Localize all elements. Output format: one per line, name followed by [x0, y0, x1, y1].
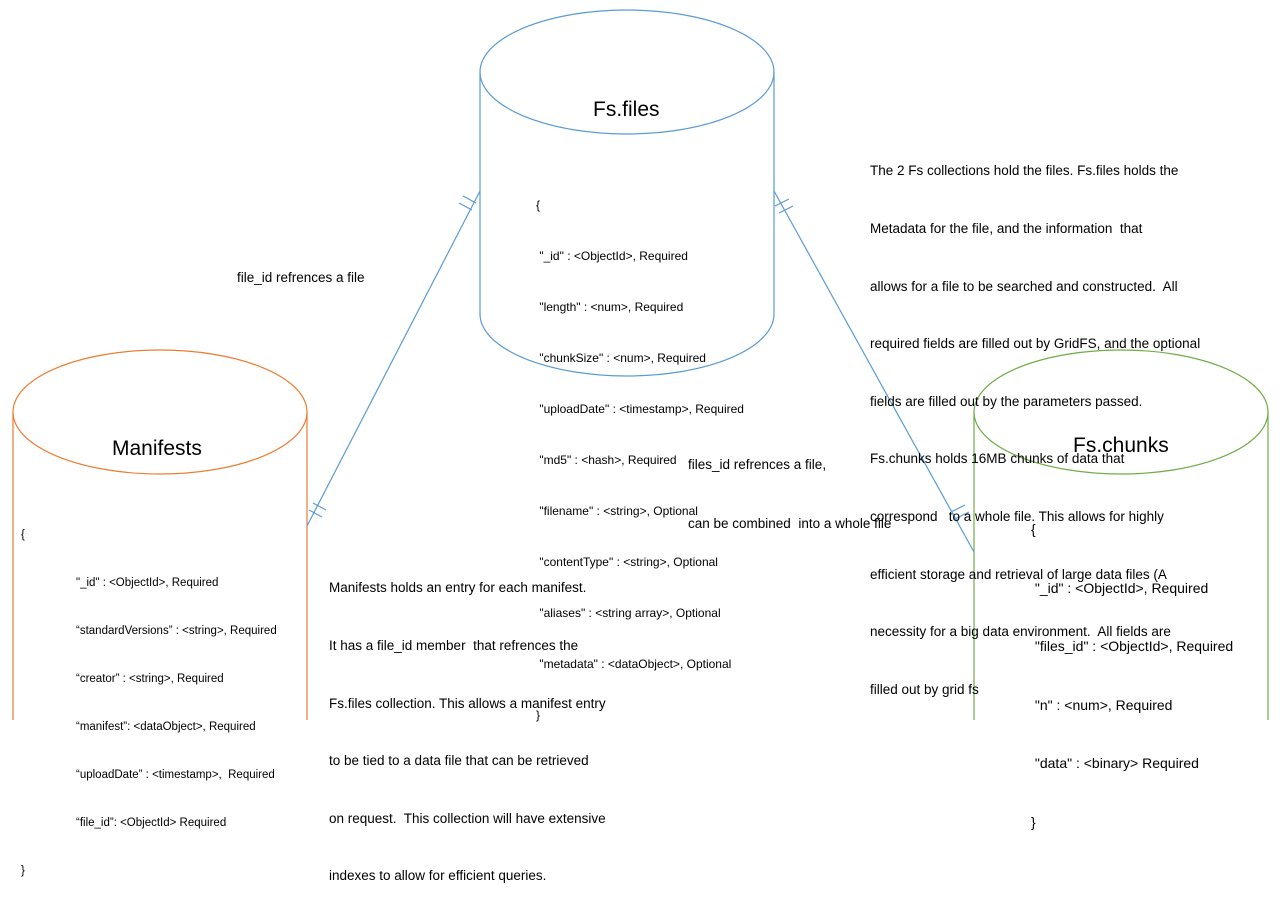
- fs-files-cylinder: [479, 9, 775, 377]
- one-marker-chunks-end-2: [954, 511, 970, 520]
- note-line: Fs.chunks holds 16MB chunks of data that: [870, 451, 1125, 467]
- field-line: }: [21, 865, 25, 877]
- field-line: “uploadDate” : <timestamp>, Required: [76, 769, 275, 781]
- fs-files-fields: { "_id" : <ObjectId>, Required "length" …: [536, 163, 744, 741]
- relationship-label-line: files_id refrences a file,: [688, 457, 827, 472]
- field-line: “manifest”: <dataObject>, Required: [76, 721, 256, 733]
- field-line: "length" : <num>, Required: [536, 300, 684, 314]
- field-line: }: [536, 708, 541, 722]
- field-line: “standardVersions” : <string>, Required: [76, 625, 277, 637]
- manifests-title: Manifests: [112, 437, 202, 460]
- manifests-cylinder-top: [12, 349, 308, 475]
- note-line: correspond to a whole file. This allows …: [870, 509, 1164, 525]
- field-line: }: [1031, 813, 1036, 830]
- fs-files-title: Fs.files: [593, 98, 660, 121]
- note-line: necessity for a big data environment. Al…: [870, 624, 1171, 640]
- field-line: "md5" : <hash>, Required: [536, 453, 677, 467]
- note-line: allows for a file to be searched and con…: [870, 278, 1178, 294]
- field-line: “creator” : <string>, Required: [76, 673, 224, 685]
- note-line: Metadata for the file, and the informati…: [870, 221, 1143, 237]
- note-line: Manifests holds an entry for each manife…: [329, 580, 587, 596]
- note-line: indexes to allow for efficient queries.: [329, 868, 547, 884]
- field-line: {: [536, 198, 541, 212]
- note-line: efficient storage and retrieval of large…: [870, 566, 1167, 582]
- one-marker-files-right-2: [778, 205, 794, 214]
- field-line: "metadata" : <dataObject>, Optional: [536, 657, 732, 671]
- field-line: "data" : <binary> Required: [1031, 755, 1199, 771]
- note-line: fields are filled out by the parameters …: [870, 393, 1143, 409]
- fs-chunks-title: Fs.chunks: [1073, 434, 1169, 457]
- relationship-label-files-id: files_id refrences a file, can be combin…: [688, 416, 891, 553]
- one-marker-files-right-1: [774, 198, 790, 207]
- manifests-fields: { "_id" : <ObjectId>, Required “standard…: [21, 495, 277, 895]
- note-line: on request. This collection will have ex…: [329, 810, 606, 826]
- one-marker-manifests-end-2: [312, 502, 327, 511]
- note-line: Fs.files collection. This allows a manif…: [329, 695, 606, 711]
- one-marker-files-end-1: [458, 202, 473, 211]
- field-line: "filename" : <string>, Optional: [536, 504, 698, 518]
- fs-files-cylinder-body: [479, 72, 775, 377]
- field-line: "_id" : <ObjectId>, Required: [76, 577, 219, 589]
- fs-files-cylinder-top: [479, 9, 775, 135]
- relationship-label-file-id: file_id refrences a file: [237, 270, 365, 285]
- field-line: {: [1031, 521, 1036, 537]
- fs-chunks-cylinder-body: [973, 412, 1269, 720]
- field-line: "contentType" : <string>, Optional: [536, 555, 718, 569]
- field-line: "_id" : <ObjectId>, Required: [536, 249, 688, 263]
- one-marker-manifests-end-1: [308, 509, 323, 518]
- note-line: It has a file_id member that refrences t…: [329, 638, 579, 654]
- relationship-line-manifests-files: [306, 190, 481, 527]
- field-line: "files_id" : <ObjectId>, Required: [1031, 638, 1234, 654]
- field-line: {: [21, 529, 25, 541]
- fs-chunks-cylinder: [973, 349, 1269, 720]
- note-manifests: Manifests holds an entry for each manife…: [329, 540, 606, 905]
- field-line: "chunkSize" : <num>, Required: [536, 351, 706, 365]
- fs-chunks-cylinder-top: [973, 349, 1269, 475]
- note-line: required fields are filled out by GridFS…: [870, 336, 1201, 352]
- field-line: "aliases" : <string array>, Optional: [536, 606, 721, 620]
- field-line: "n" : <num>, Required: [1031, 696, 1173, 713]
- relationship-line-files-chunks: [773, 190, 975, 553]
- relationship-label-line: can be combined into a whole file: [688, 515, 892, 531]
- note-fs-collections: The 2 Fs collections hold the files. Fs.…: [870, 123, 1200, 718]
- field-line: "uploadDate" : <timestamp>, Required: [536, 402, 744, 416]
- one-marker-chunks-end-1: [950, 504, 966, 513]
- field-line: "_id" : <ObjectId>, Required: [1031, 579, 1209, 596]
- diagram-canvas: [12, 9, 1269, 720]
- field-line: “file_id”: <ObjectId> Required: [76, 817, 227, 829]
- note-line: The 2 Fs collections hold the files. Fs.…: [870, 163, 1179, 179]
- manifests-cylinder: [12, 349, 308, 720]
- note-line: to be tied to a data file that can be re…: [329, 753, 589, 769]
- note-line: filled out by grid fs: [870, 681, 979, 697]
- manifests-cylinder-body: [12, 412, 308, 720]
- one-marker-files-end-2: [462, 195, 477, 204]
